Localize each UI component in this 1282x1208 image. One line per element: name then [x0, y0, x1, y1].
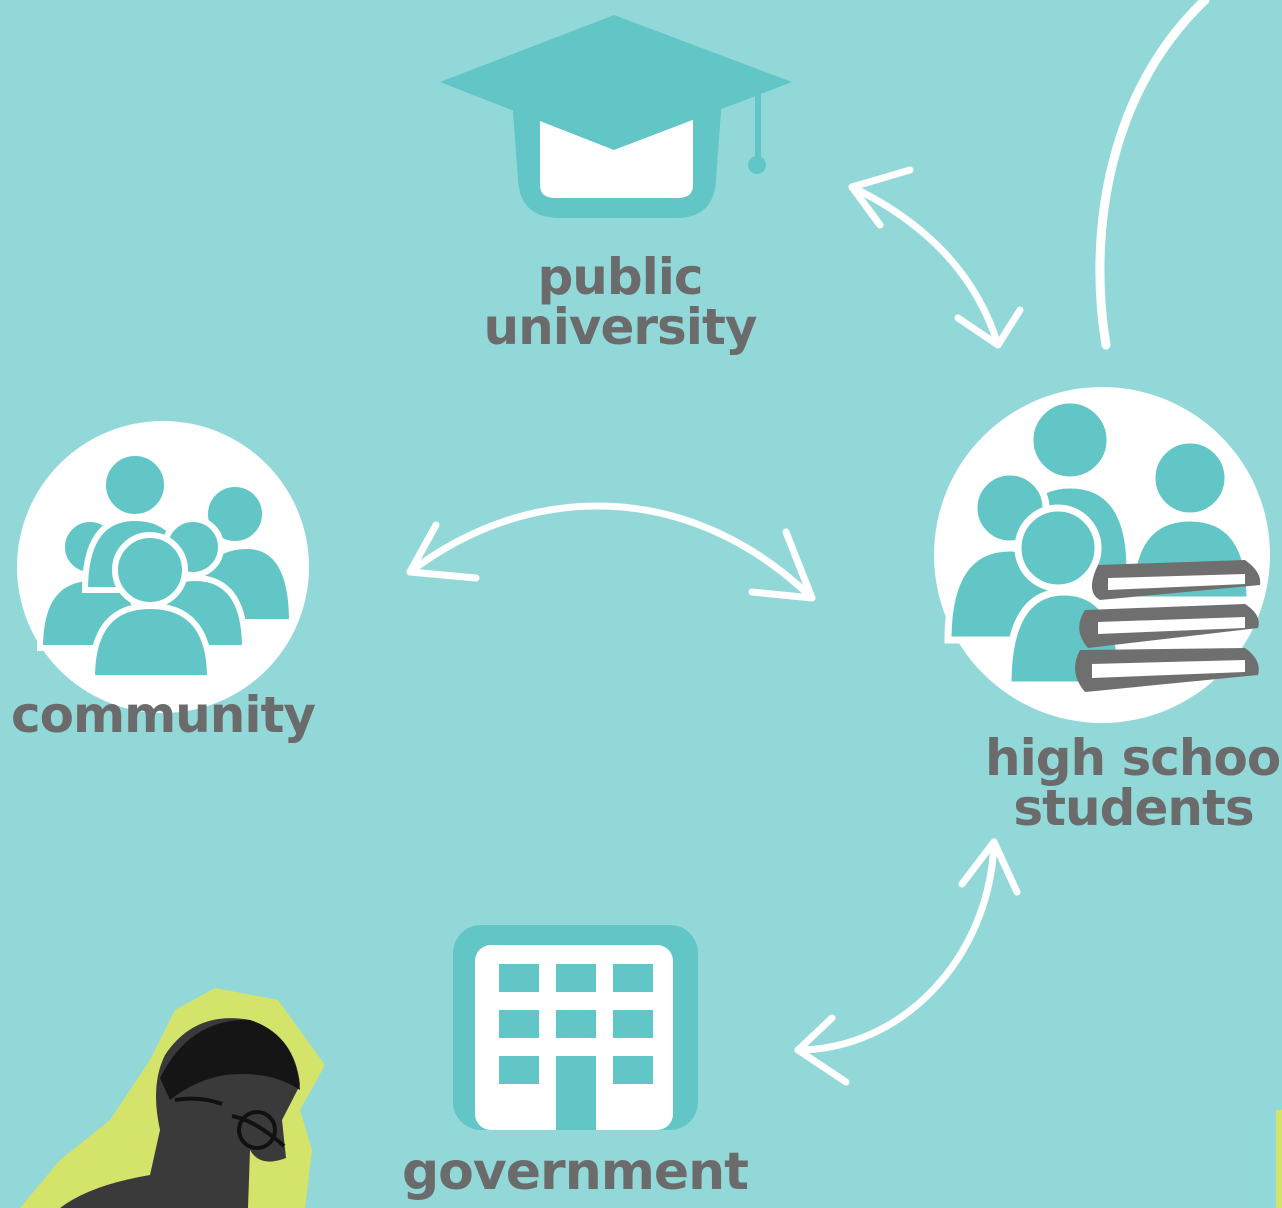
- label-community: community: [10, 686, 316, 744]
- arrow-government-students: [794, 838, 1021, 1086]
- building-icon: [453, 925, 698, 1130]
- people-group-icon: [17, 421, 309, 713]
- arrow-university-students: [848, 166, 1024, 349]
- connector-curve-top-right: [1095, 0, 1210, 350]
- arrow-community-students: [406, 502, 816, 602]
- label-high-school-students: high school students: [985, 729, 1282, 837]
- label-public-university: public university: [483, 248, 758, 356]
- label-government: government: [401, 1142, 749, 1202]
- person-photo: [20, 988, 325, 1208]
- yellow-accent: [1276, 1110, 1282, 1208]
- books-icon: [1075, 560, 1261, 692]
- students-books-icon: [934, 387, 1270, 723]
- graduation-cap-icon: [440, 15, 792, 218]
